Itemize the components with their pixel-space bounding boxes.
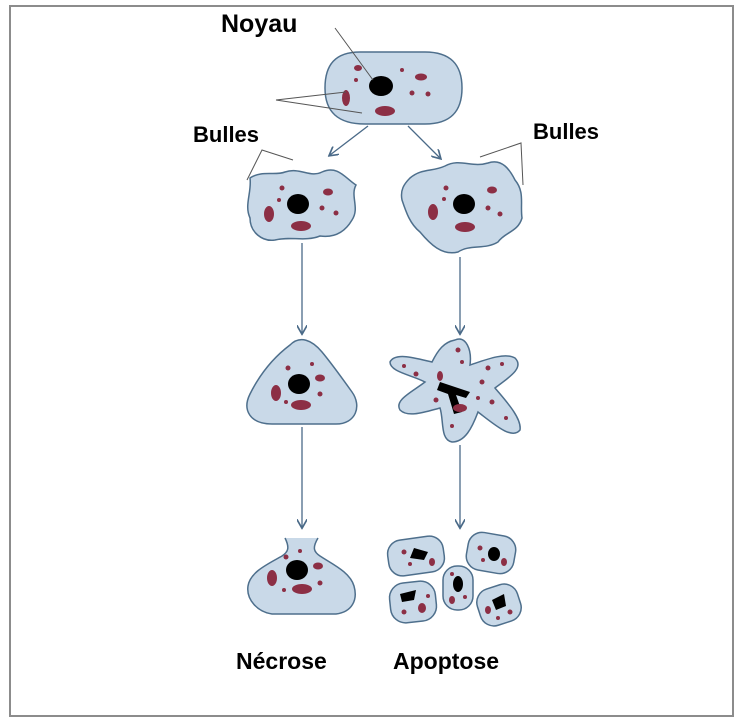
apoptotic-body [443,566,473,610]
right-blebs-label: Bulles [533,119,599,145]
arrow-to-right-branch [408,126,440,158]
necrosis-cell-stage-3-ruptured [248,538,355,614]
left-blebs-label: Bulles [193,122,259,148]
apoptotic-body [388,580,438,625]
necrosis-label: Nécrose [236,648,327,675]
nucleus-label: Noyau [221,10,297,39]
apoptosis-cell-stage-2 [390,339,520,442]
apoptosis-cell-stage-1 [401,162,522,253]
arrow-to-left-branch [330,126,368,155]
apoptosis-label: Apoptose [393,648,499,675]
apoptotic-body [473,580,525,629]
apoptotic-bodies [386,530,525,629]
normal-cell [325,52,462,124]
apoptotic-body [386,534,446,577]
apoptotic-body [464,530,518,576]
necrosis-cell-stage-2 [247,340,357,424]
necrosis-cell-stage-1 [248,170,356,240]
